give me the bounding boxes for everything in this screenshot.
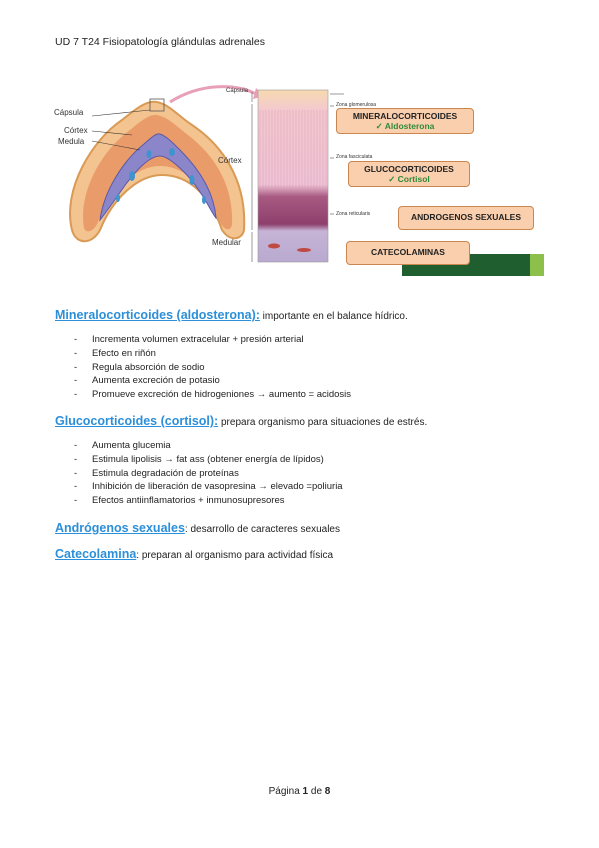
- label-cortex-left: Córtex: [64, 126, 88, 135]
- label-capsula-mid: Cápsula: [226, 88, 249, 94]
- list-item: -Aumenta glucemia: [74, 440, 171, 451]
- list-item: -Efectos antiinflamatorios + inmunosupre…: [74, 495, 285, 507]
- androgenos-text: : desarrollo de caracteres sexuales: [184, 524, 340, 535]
- list-item: -Regula absorción de sodio: [74, 361, 205, 373]
- document-header: UD 7 T24 Fisiopatología glándulas adrena…: [55, 36, 265, 48]
- mineralo-heading: Mineralocorticoides (aldosterona): impor…: [55, 308, 408, 322]
- zone-reticularis: Zona reticularis: [336, 211, 371, 217]
- mineralo-list: -Incrementa volumen extracelular + presi…: [74, 333, 351, 402]
- box-mineralocorticoides: MINERALOCORTICOIDES ✓ Aldosterona: [336, 108, 474, 134]
- footer-pagina: Página: [268, 786, 300, 797]
- list-item: -Efecto en riñón: [74, 347, 156, 359]
- box-androgenos-sexuales: ANDROGENOS SEXUALES: [398, 206, 534, 230]
- gluco-heading: Glucocorticoides (cortisol): prepara org…: [55, 414, 427, 428]
- box-glucocorticoides-sub: ✓ Cortisol: [388, 174, 430, 184]
- androgenos-heading: Andrógenos sexuales: desarrollo de carac…: [55, 521, 340, 535]
- label-cortex-mid: Córtex: [218, 156, 242, 165]
- list-item: -Inhibición de liberación de vasopresina…: [74, 481, 343, 493]
- footer-de: de: [310, 786, 323, 797]
- mineralo-title: Mineralocorticoides (aldosterona):: [55, 308, 260, 322]
- gluco-text: prepara organismo para situaciones de es…: [218, 417, 428, 428]
- list-item: -Estimula lipolisis → fat ass (obtener e…: [74, 453, 324, 465]
- box-glucocorticoides: GLUCOCORTICOIDES ✓ Cortisol: [348, 161, 470, 187]
- zone-glomerulosa: Zona glomerulosa: [336, 102, 377, 108]
- box-mineralocorticoides-sub: ✓ Aldosterona: [375, 121, 435, 131]
- box-androgenos-title: ANDROGENOS SEXUALES: [410, 212, 522, 222]
- box-mineralocorticoides-title: MINERALOCORTICOIDES: [352, 111, 458, 121]
- label-capsula-left: Cápsula: [54, 108, 84, 117]
- catecol-title: Catecolamina: [55, 547, 137, 561]
- list-item: -Estimula degradación de proteínas: [74, 467, 239, 479]
- list-item: -Incrementa volumen extracelular + presi…: [74, 334, 304, 345]
- footer-page-number: 1: [302, 786, 309, 797]
- box-catecolaminas: CATECOLAMINAS: [346, 241, 470, 265]
- catecol-text: : preparan al organismo para actividad f…: [136, 550, 334, 561]
- footer-page-total: 8: [324, 786, 331, 797]
- catecol-heading: Catecolamina: preparan al organismo para…: [55, 547, 333, 561]
- label-medular-mid: Medular: [212, 238, 241, 247]
- list-item: -Aumenta excreción de potasio: [74, 375, 220, 387]
- mineralo-text: importante en el balance hídrico.: [259, 311, 408, 322]
- gluco-title: Glucocorticoides (cortisol):: [55, 414, 219, 428]
- zone-fasciculata: Zona fasciculata: [336, 154, 373, 160]
- page-footer: Página 1 de 8: [0, 786, 599, 797]
- list-item: -Promueve excreción de hidrogeniones → a…: [74, 389, 352, 401]
- androgenos-title: Andrógenos sexuales: [55, 521, 185, 535]
- box-glucocorticoides-title: GLUCOCORTICOIDES: [364, 164, 454, 174]
- box-catecolaminas-title: CATECOLAMINAS: [371, 247, 445, 257]
- adrenal-gland-figure: Cápsula Córtex Medula Cápsula Córtex Med…: [52, 80, 544, 276]
- adrenal-illustration: [69, 85, 544, 276]
- label-medula-left: Medula: [58, 137, 85, 146]
- gluco-list: -Aumenta glucemia -Estimula lipolisis → …: [74, 439, 343, 508]
